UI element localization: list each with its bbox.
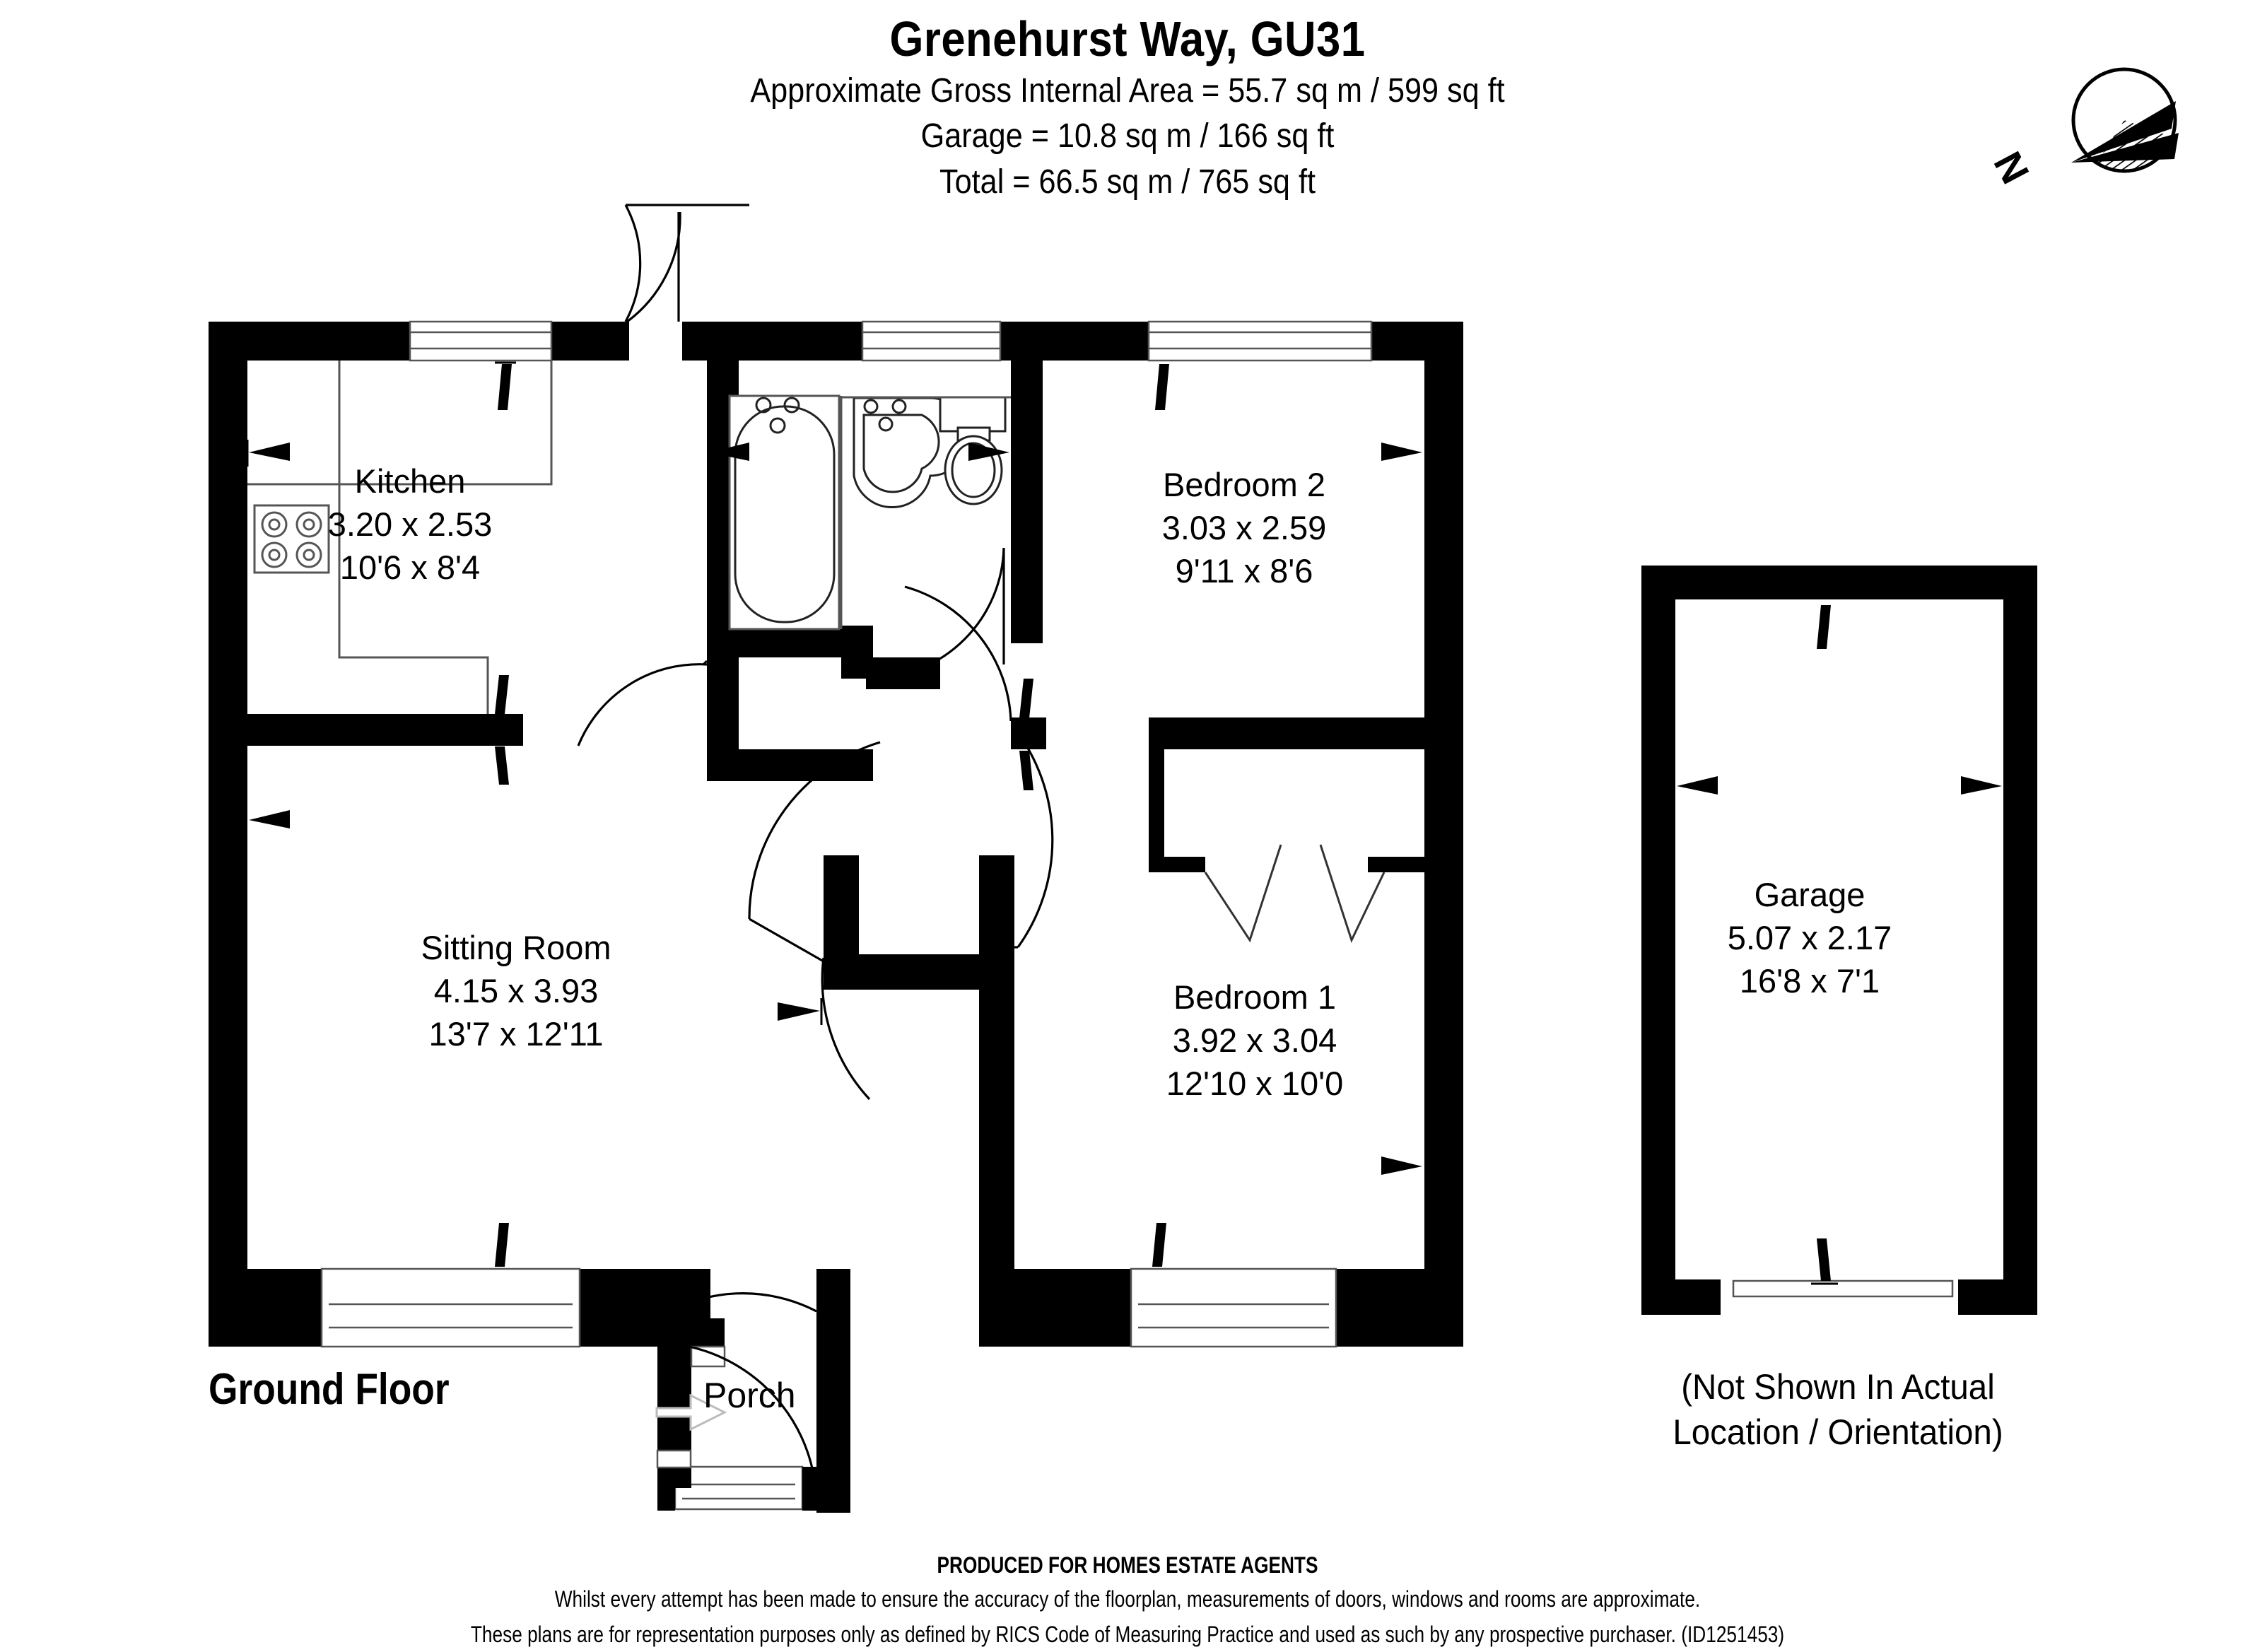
room-label-bedroom1: Bedroom 1 3.92 x 3.04 12'10 x 10'0	[1092, 976, 1417, 1105]
room-label-sitting-room: Sitting Room 4.15 x 3.93 13'7 x 12'11	[339, 926, 693, 1055]
dimension-arrows	[246, 361, 1422, 1267]
room-imperial-bedroom1: 12'10 x 10'0	[1166, 1065, 1344, 1103]
internal-walls	[247, 361, 1463, 1347]
door-swings	[577, 204, 1054, 1510]
bathtub-icon	[728, 394, 840, 631]
room-label-kitchen: Kitchen 3.20 x 2.53 10'6 x 8'4	[262, 459, 558, 589]
room-metric-bedroom1: 3.92 x 3.04	[1172, 1021, 1337, 1060]
wardrobe-doors	[1204, 844, 1386, 944]
page-title: Grenehurst Way, GU31	[889, 11, 1366, 66]
compass-icon: N	[1985, 67, 2179, 191]
room-name-kitchen: Kitchen	[354, 462, 466, 500]
room-name-bedroom2: Bedroom 2	[1163, 466, 1325, 503]
room-name-bedroom1: Bedroom 1	[1173, 978, 1336, 1016]
room-metric-sitting-room: 4.15 x 3.93	[433, 972, 599, 1010]
gross-internal-area-line: Approximate Gross Internal Area = 55.7 s…	[750, 71, 1505, 110]
compass-rose: N	[1985, 49, 2184, 205]
garage-note-line-1: (Not Shown In Actual	[1681, 1367, 1995, 1407]
room-imperial-bedroom2: 9'11 x 8'6	[1175, 552, 1313, 590]
window-bedroom1	[1130, 1267, 1337, 1348]
plan-header: Grenehurst Way, GU31 Approximate Gross I…	[0, 0, 2255, 203]
garage-note-line-2: Location / Orientation)	[1673, 1412, 2003, 1452]
footer-disclaimer-1: Whilst every attempt has been made to en…	[554, 1586, 1701, 1612]
window-bathroom	[861, 320, 1002, 362]
room-label-garage: Garage 5.07 x 2.17 16'8 x 7'1	[1654, 873, 1965, 1002]
total-area-line: Total = 66.5 sq m / 765 sq ft	[939, 163, 1316, 201]
garage-location-note: (Not Shown In Actual Location / Orientat…	[1596, 1364, 2080, 1455]
garage-door	[1732, 1279, 1954, 1298]
main-dwelling-walls	[209, 322, 1463, 1347]
garage-walls	[1641, 566, 2037, 1315]
plan-footer: PRODUCED FOR HOMES ESTATE AGENTS Whilst …	[0, 1548, 2255, 1652]
footer-produced-for: PRODUCED FOR HOMES ESTATE AGENTS	[937, 1552, 1318, 1578]
windows	[320, 320, 1373, 1511]
room-metric-kitchen: 3.20 x 2.53	[327, 505, 493, 544]
porch-label: Porch	[703, 1376, 796, 1415]
floor-label: Ground Floor	[209, 1365, 450, 1414]
room-metric-garage: 5.07 x 2.17	[1727, 919, 1892, 957]
garage-area-line: Garage = 10.8 sq m / 166 sq ft	[920, 117, 1335, 156]
room-imperial-kitchen: 10'6 x 8'4	[339, 549, 481, 587]
room-name-garage: Garage	[1754, 876, 1866, 913]
footer-disclaimer-2: These plans are for representation purpo…	[470, 1621, 1785, 1647]
garage-dimension-arrows	[1677, 605, 2002, 1285]
window-bedroom2	[1147, 320, 1373, 362]
room-metric-bedroom2: 3.03 x 2.59	[1161, 509, 1327, 547]
kitchen-units	[247, 361, 553, 714]
window-porch	[674, 1465, 804, 1511]
room-imperial-sitting-room: 13'7 x 12'11	[428, 1015, 604, 1053]
hob-icon	[253, 504, 330, 574]
bathroom-fittings	[728, 394, 1011, 631]
room-name-sitting-room: Sitting Room	[421, 929, 611, 966]
window-kitchen	[409, 320, 553, 362]
room-label-bedroom2: Bedroom 2 3.03 x 2.59 9'11 x 8'6	[1089, 463, 1400, 592]
entrance-arrow-icon	[655, 1393, 727, 1431]
room-imperial-garage: 16'8 x 7'1	[1739, 962, 1880, 1000]
window-sitting-room	[320, 1267, 581, 1348]
